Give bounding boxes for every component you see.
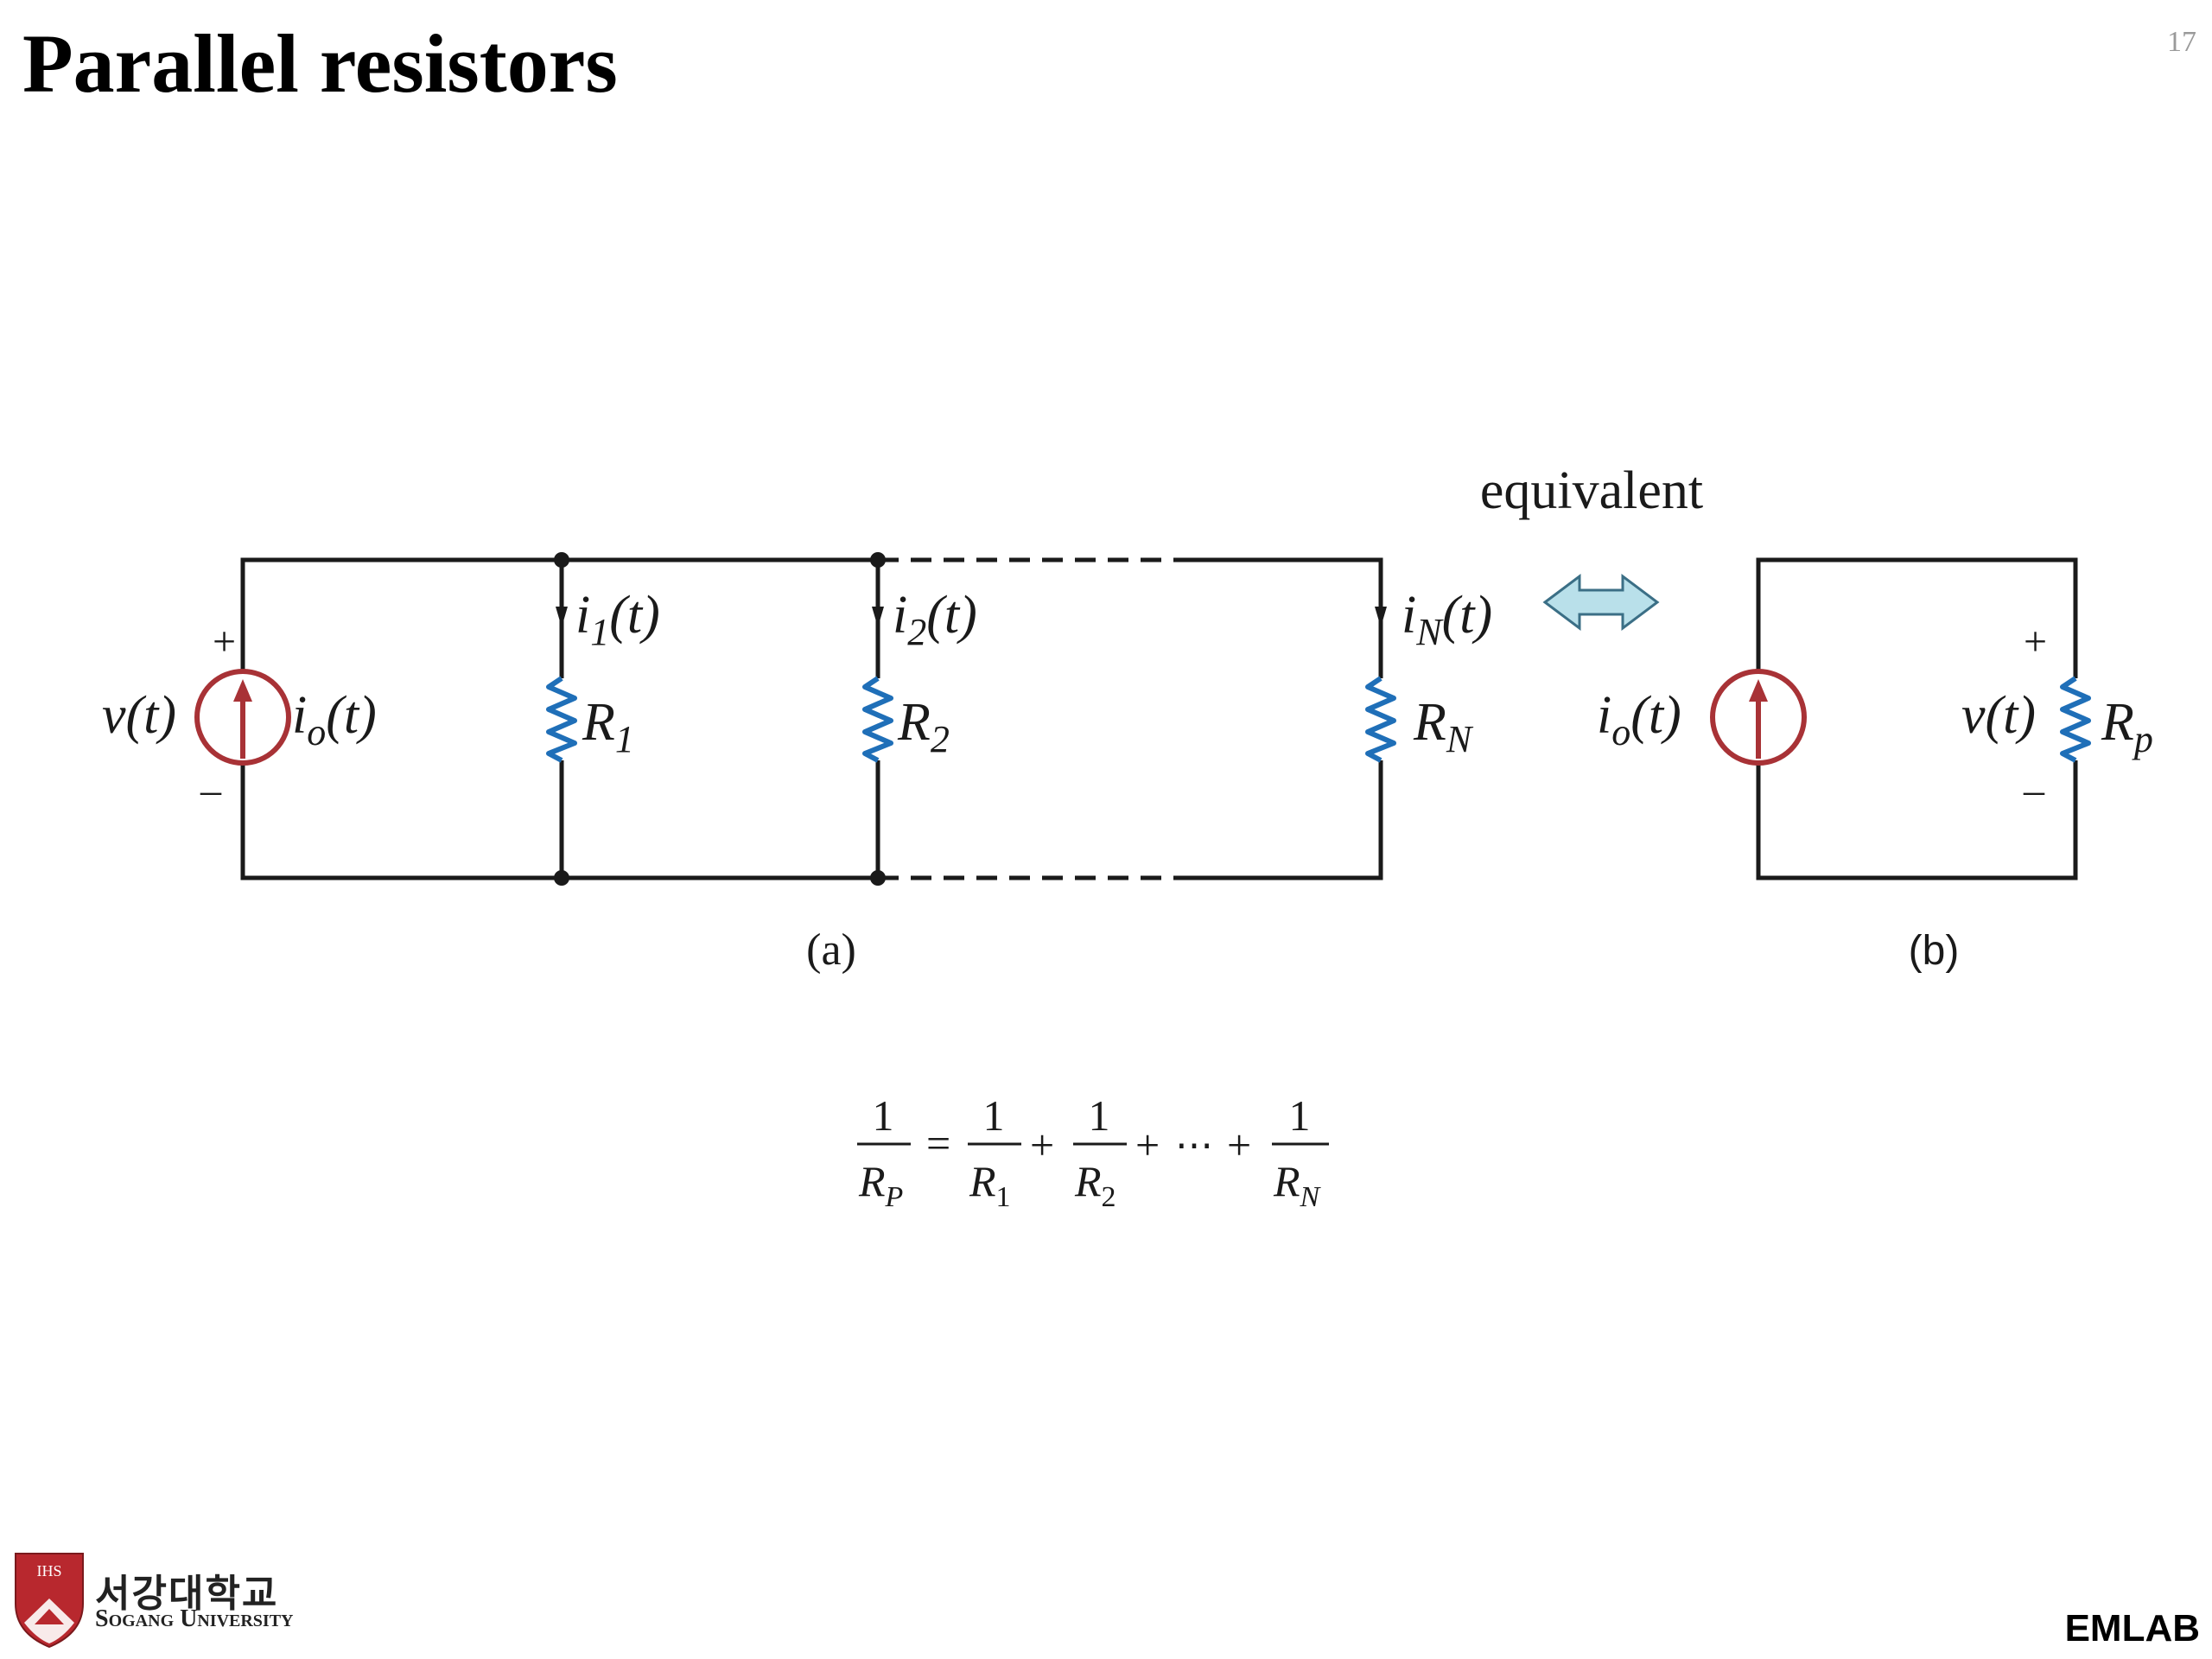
plus-sign-a: + bbox=[213, 619, 236, 664]
resistor-r2 bbox=[862, 676, 893, 763]
plus-sign: + bbox=[1030, 1121, 1054, 1169]
voltage-label-b: v(t) bbox=[1961, 686, 2036, 745]
resistor-label-rn: RN bbox=[1413, 693, 1474, 760]
resistor-rp bbox=[2060, 676, 2091, 763]
resistor-rn bbox=[1365, 676, 1396, 763]
denominator-r2: R2 bbox=[1074, 1157, 1116, 1213]
plus-sign: + bbox=[1135, 1121, 1160, 1169]
denominator-rp: RP bbox=[858, 1157, 903, 1213]
resistor-r1 bbox=[546, 676, 577, 763]
slide-title: Parallel resistors bbox=[22, 17, 618, 110]
plus-sign: + bbox=[1227, 1121, 1251, 1169]
node-dot bbox=[870, 552, 886, 568]
circuit-a-nodes bbox=[554, 552, 886, 886]
university-logo: IHS bbox=[15, 1553, 84, 1649]
node-dot bbox=[554, 552, 569, 568]
denominator-rn: RN bbox=[1273, 1157, 1322, 1213]
denominator-r1: R1 bbox=[969, 1157, 1011, 1213]
branch-current-label-2: i2(t) bbox=[893, 586, 977, 653]
equivalent-label: equivalent bbox=[1480, 461, 1703, 520]
resistor-label-r1: R1 bbox=[582, 693, 634, 760]
numerator: 1 bbox=[1089, 1091, 1110, 1140]
source-current-label-a: io(t) bbox=[292, 686, 377, 753]
resistor-label-rp: Rp bbox=[2101, 693, 2153, 760]
current-source-a bbox=[194, 669, 291, 766]
parallel-resistance-formula: 1 RP = 1 R1 + 1 R2 + ⋯ + 1 RN bbox=[857, 1091, 1329, 1213]
source-current-label-b: io(t) bbox=[1597, 686, 1681, 753]
circuit-a-dash-cover bbox=[878, 873, 1192, 883]
caption-a: (a) bbox=[806, 925, 856, 975]
caption-b: (b) bbox=[1909, 928, 1960, 974]
voltage-label-a: v(t) bbox=[102, 686, 176, 745]
branch-current-label-n: iN(t) bbox=[1402, 586, 1492, 653]
numerator: 1 bbox=[873, 1091, 894, 1140]
resistor-label-r2: R2 bbox=[897, 693, 950, 760]
current-source-b bbox=[1710, 669, 1807, 766]
circuit-b-wires bbox=[1756, 557, 2078, 880]
university-name-english: Sogang University bbox=[95, 1605, 294, 1632]
node-dot bbox=[870, 870, 886, 886]
circuit-diagram: + – v(t) io(t) i1(t) R1 i2(t) R2 iN(t) R… bbox=[102, 461, 2153, 975]
minus-sign-a: – bbox=[200, 767, 222, 813]
branch-current-label-1: i1(t) bbox=[575, 586, 660, 653]
university-name-korean: 서강대학교 bbox=[95, 1572, 279, 1616]
numerator: 1 bbox=[983, 1091, 1005, 1140]
circuit-a-wires bbox=[240, 557, 1383, 880]
page-number: 17 bbox=[2167, 26, 2196, 58]
lab-name: EMLAB bbox=[2064, 1607, 2200, 1649]
branch-current-arrows bbox=[556, 607, 1387, 627]
logo-initials: IHS bbox=[36, 1562, 61, 1580]
double-arrow-icon bbox=[1542, 574, 1660, 631]
resistors-a bbox=[546, 676, 1396, 763]
numerator: 1 bbox=[1289, 1091, 1311, 1140]
plus-sign-b: + bbox=[2024, 619, 2047, 664]
minus-sign-b: – bbox=[2023, 767, 2045, 813]
node-dot bbox=[554, 870, 569, 886]
equals-sign: = bbox=[926, 1119, 950, 1167]
ellipsis: ⋯ bbox=[1175, 1124, 1213, 1166]
